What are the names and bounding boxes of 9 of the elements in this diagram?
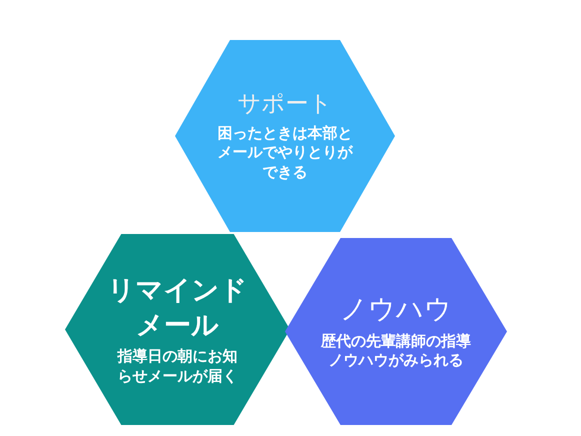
hexagon-title: ノウハウ	[339, 293, 453, 328]
hexagon-title: リマインドメール	[108, 274, 248, 343]
hexagon-title: サポート	[236, 90, 334, 119]
hexagon	[65, 234, 290, 425]
hexagon	[285, 238, 507, 425]
hexagon-text: 困ったときは本部とメールでやりとりができる	[216, 124, 354, 182]
hexagon-text: 指導日の朝にお知らせメールが届く	[116, 347, 238, 386]
hexagon-text: 歴代の先輩講師の指導ノウハウがみられる	[321, 332, 471, 371]
hexagon	[175, 40, 395, 232]
